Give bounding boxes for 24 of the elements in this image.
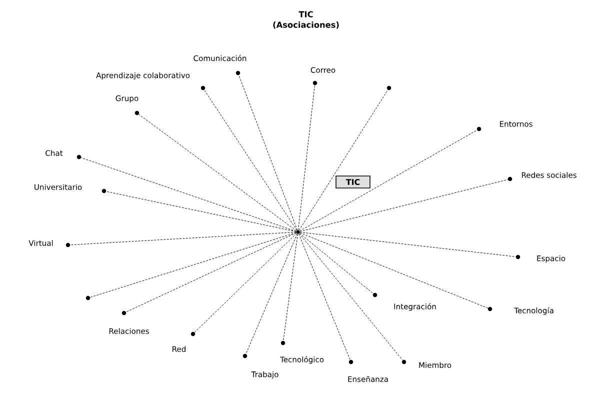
connector-line (204, 90, 298, 231)
connector-line (246, 233, 298, 354)
connector-line (300, 232, 516, 257)
connector-line (138, 114, 297, 232)
connector-line (299, 232, 374, 294)
point (386, 86, 392, 90)
connector-line (106, 191, 296, 232)
connector-line (300, 179, 508, 232)
connector-line (80, 158, 296, 232)
title: TIC (Asociaciones) (273, 11, 339, 29)
connector-line (299, 130, 478, 232)
hub-point (296, 230, 300, 234)
connector-line (300, 232, 488, 308)
connector-line (298, 234, 350, 360)
point (86, 296, 90, 300)
connector-line (283, 234, 298, 341)
connector-line (298, 233, 403, 360)
connector-line (194, 233, 297, 333)
connector-line (238, 74, 298, 230)
connector-line (298, 90, 388, 231)
connector-line (126, 232, 297, 312)
connector-line (90, 232, 296, 298)
connector-line (298, 85, 315, 230)
connector-line (70, 232, 296, 246)
